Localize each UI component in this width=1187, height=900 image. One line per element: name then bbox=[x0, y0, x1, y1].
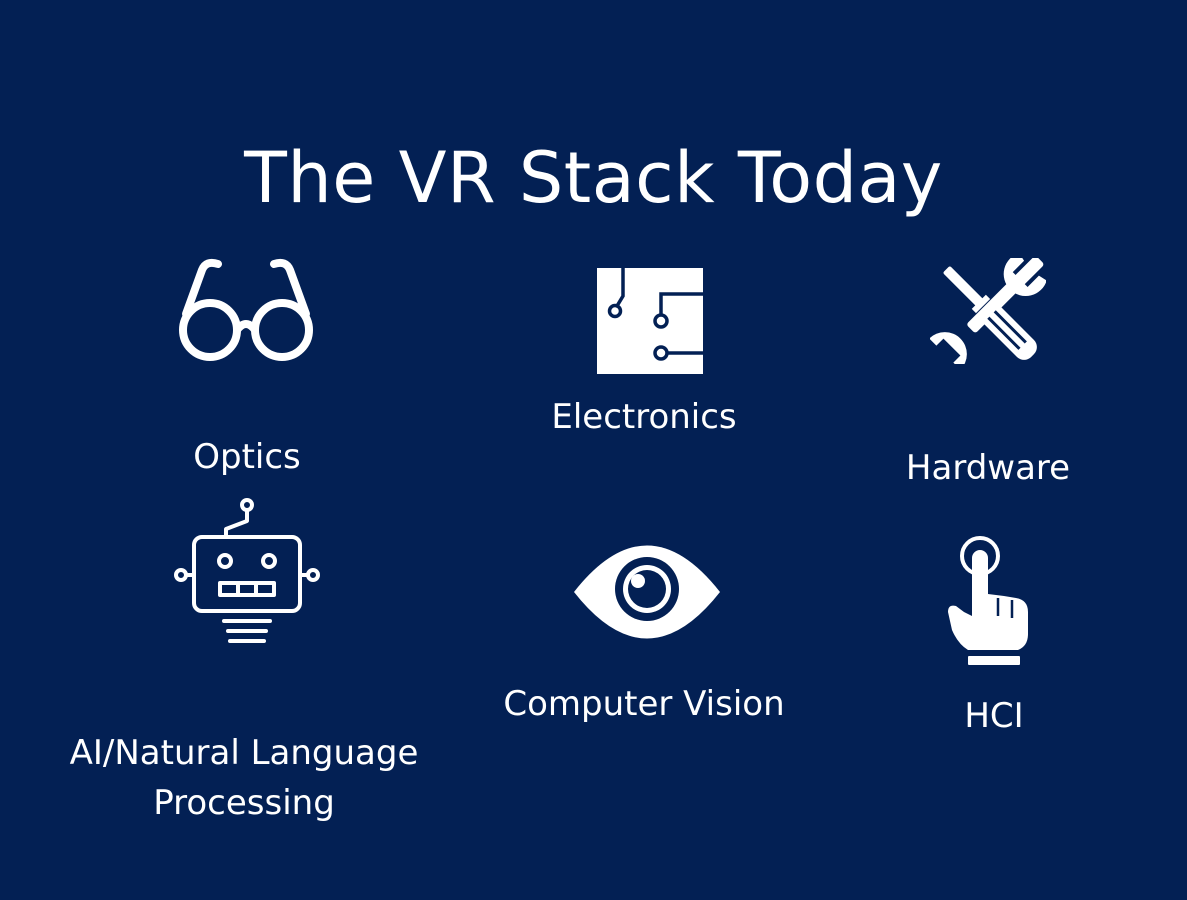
circuit-board-icon bbox=[597, 268, 703, 374]
screwdriver-wrench-icon bbox=[930, 258, 1046, 364]
slide-title: The VR Stack Today bbox=[244, 137, 943, 219]
robot-icon bbox=[174, 498, 320, 643]
ai-nlp-label: AI/Natural Language Processing bbox=[30, 728, 458, 828]
eye-icon bbox=[574, 545, 720, 639]
hci-label: HCI bbox=[964, 696, 1024, 736]
glasses-icon bbox=[179, 258, 313, 361]
electronics-label: Electronics bbox=[551, 397, 737, 437]
pointing-hand-icon bbox=[948, 536, 1028, 665]
ai-nlp-label-line-2: Processing bbox=[153, 783, 335, 823]
optics-label: Optics bbox=[193, 437, 301, 477]
ai-nlp-label-line-1: AI/Natural Language bbox=[69, 733, 419, 773]
hardware-label: Hardware bbox=[905, 448, 1071, 488]
computer-vision-label: Computer Vision bbox=[503, 684, 785, 724]
